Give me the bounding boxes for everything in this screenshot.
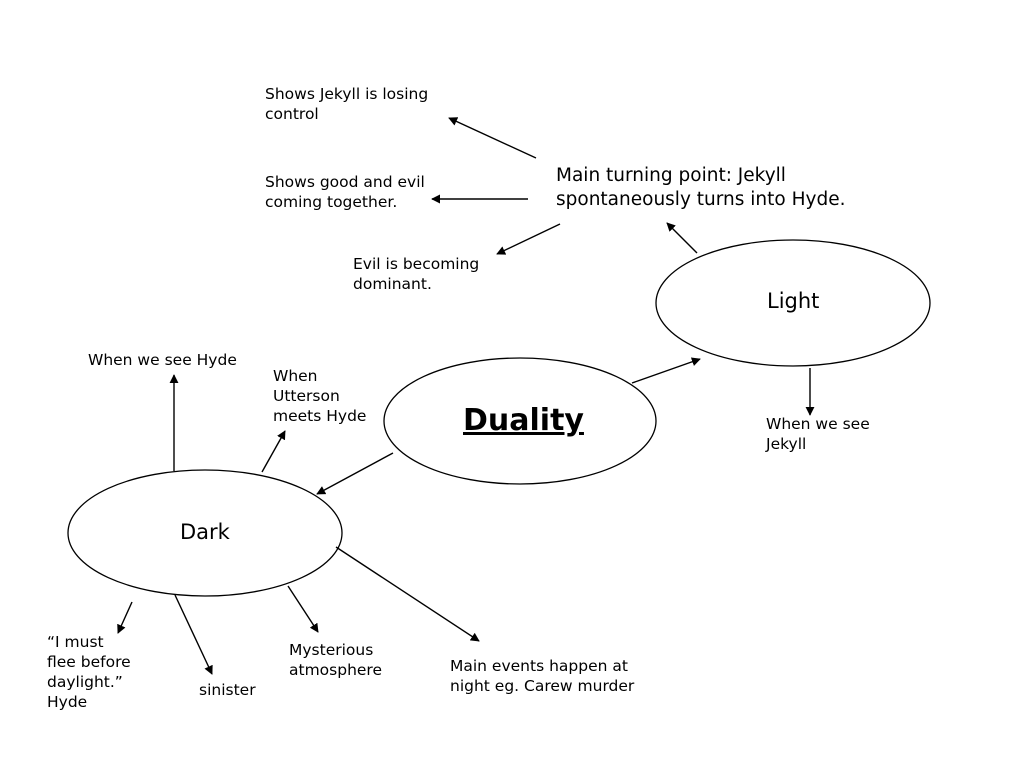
arrow-dark-to-main-events xyxy=(335,546,480,642)
duality-title: Duality xyxy=(463,403,584,438)
note-evil-dominant: Evil is becoming dominant. xyxy=(353,255,480,293)
turning-point-label: Main turning point: Jekyll spontaneously… xyxy=(556,165,846,210)
arrow-duality-to-light xyxy=(631,357,701,384)
note-losing-control: Shows Jekyll is losing control xyxy=(265,85,429,123)
arrow-dark-to-mysterious xyxy=(287,585,319,633)
note-good-evil: Shows good and evil coming together. xyxy=(265,173,425,211)
arrow-turning-to-evil-dominant xyxy=(496,223,561,255)
dark-ellipse xyxy=(67,469,343,597)
note-utterson: When Utterson meets Hyde xyxy=(273,367,367,425)
arrow-dark-to-sinister xyxy=(174,594,213,675)
arrow-dark-to-flee xyxy=(117,601,133,634)
note-see-jekyll: When we see Jekyll xyxy=(766,415,870,453)
arrow-duality-to-dark xyxy=(316,452,394,495)
note-see-hyde: When we see Hyde xyxy=(88,351,237,369)
light-ellipse xyxy=(655,239,931,367)
dark-label: Dark xyxy=(180,520,230,544)
arrow-dark-to-utterson xyxy=(261,430,286,473)
note-flee-quote: “I must flee before daylight.” Hyde xyxy=(47,633,131,711)
note-mysterious: Mysterious atmosphere xyxy=(289,641,382,679)
note-sinister: sinister xyxy=(199,681,256,699)
arrow-turning-to-losing-control xyxy=(448,117,537,159)
note-main-events: Main events happen at night eg. Carew mu… xyxy=(450,657,635,695)
light-label: Light xyxy=(767,289,820,313)
duality-ellipse xyxy=(383,357,657,485)
arrow-light-to-turning-point xyxy=(666,222,698,254)
